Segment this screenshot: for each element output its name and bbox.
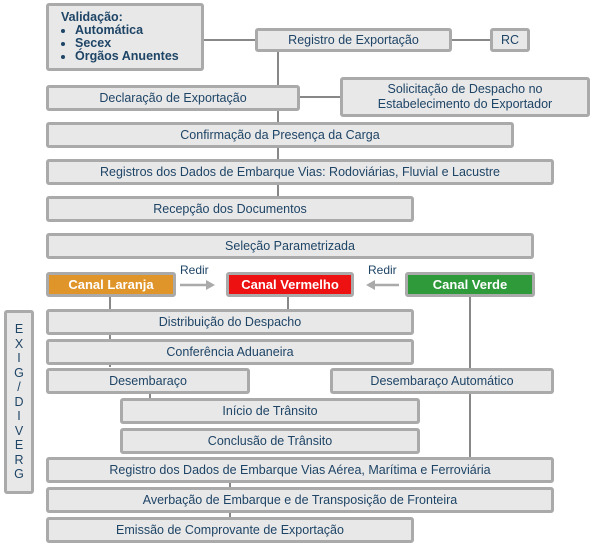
validation-list: Automática Secex Órgãos Anuentes	[61, 24, 179, 63]
validation-title: Validação:	[61, 10, 123, 24]
side-letter: I	[17, 409, 21, 424]
side-letter: E	[14, 322, 24, 337]
side-letter: E	[14, 438, 24, 453]
desembaraco-node: Desembaraço	[46, 368, 250, 394]
redir-label-right: Redir	[368, 263, 397, 277]
side-letter: D	[14, 394, 24, 409]
redir-label-left: Redir	[180, 263, 209, 277]
side-letter: /	[17, 380, 21, 395]
distribuicao-despacho-node: Distribuição do Despacho	[46, 309, 414, 335]
conferencia-aduaneira-node: Conferência Aduaneira	[46, 339, 414, 365]
inicio-transito-node: Início de Trânsito	[120, 398, 420, 424]
validation-item: Automática	[75, 24, 179, 37]
averbacao-embarque-node: Averbação de Embarque e de Transposição …	[46, 487, 554, 513]
registro-embarque-aerea-node: Registro dos Dados de Embarque Vias Aére…	[46, 457, 554, 483]
validation-item: Secex	[75, 37, 179, 50]
side-letter: G	[14, 365, 24, 380]
confirmacao-carga-node: Confirmação da Presença da Carga	[46, 122, 514, 148]
conclusao-transito-node: Conclusão de Trânsito	[120, 428, 420, 454]
selecao-parametrizada-node: Seleção Parametrizada	[46, 233, 534, 259]
registros-embarque-vias-node: Registros dos Dados de Embarque Vias: Ro…	[46, 159, 554, 185]
validation-item: Órgãos Anuentes	[75, 50, 179, 63]
exig-diverg-label: E X I G / D I V E R G	[4, 310, 34, 494]
canal-vermelho-node: Canal Vermelho	[226, 272, 354, 297]
side-letter: R	[14, 452, 24, 467]
solicitacao-despacho-node: Solicitação de Despacho no Estabelecimen…	[340, 77, 590, 117]
side-letter: X	[14, 336, 24, 351]
desembaraco-automatico-node: Desembaraço Automático	[330, 368, 554, 394]
side-letter: G	[14, 467, 24, 482]
canal-verde-node: Canal Verde	[405, 272, 535, 297]
solicitacao-line-2: Estabelecimento do Exportador	[377, 97, 553, 111]
validation-box: Validação: Automática Secex Órgãos Anuen…	[46, 3, 204, 71]
recepcao-documentos-node: Recepção dos Documentos	[46, 196, 414, 222]
emissao-comprovante-node: Emissão de Comprovante de Exportação	[46, 517, 414, 543]
side-letter: I	[17, 351, 21, 366]
registro-exportacao-node: Registro de Exportação	[255, 28, 452, 52]
declaracao-exportacao-node: Declaração de Exportação	[46, 85, 300, 111]
rc-node: RC	[490, 28, 530, 52]
side-letter: V	[14, 423, 24, 438]
solicitacao-line-1: Solicitação de Despacho no	[387, 82, 543, 96]
canal-laranja-node: Canal Laranja	[46, 272, 176, 297]
